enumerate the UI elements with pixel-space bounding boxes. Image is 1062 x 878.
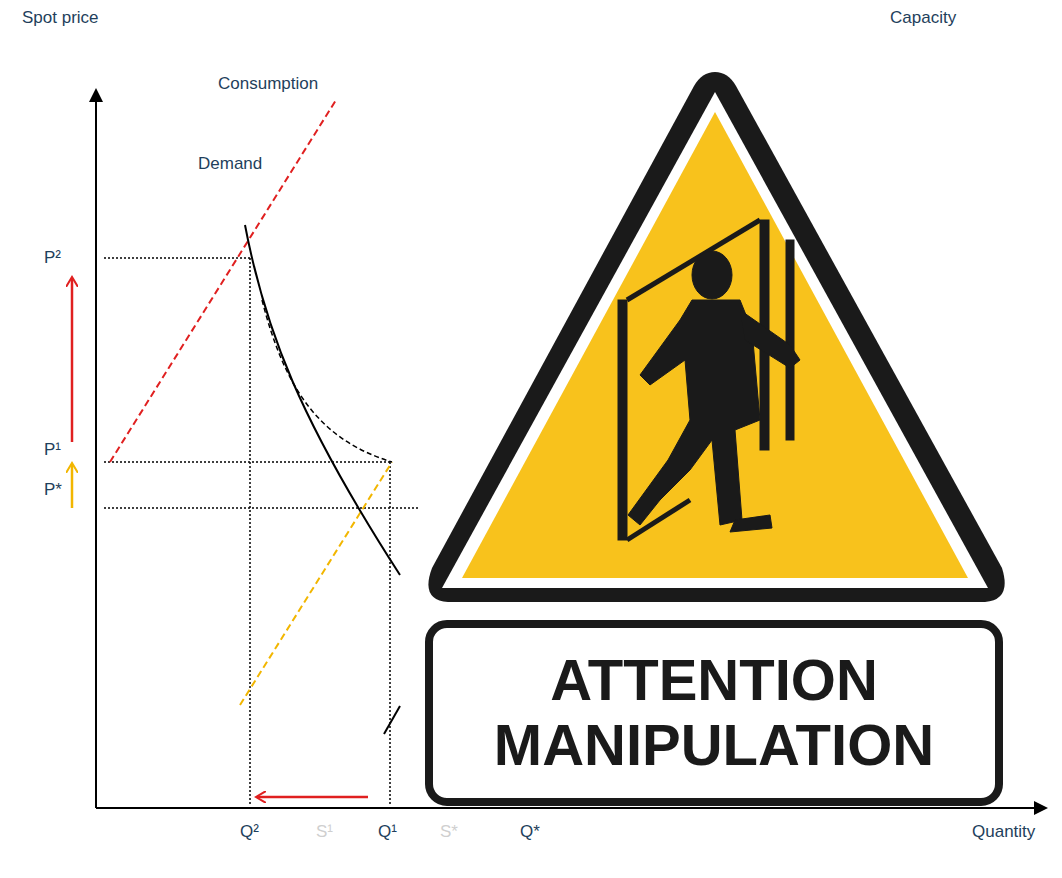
man-silhouette bbox=[618, 220, 800, 540]
demand-curve bbox=[245, 225, 400, 575]
sign-text: ATTENTION MANIPULATION bbox=[443, 648, 985, 778]
price-rise-arrow bbox=[71, 464, 74, 508]
axis-label: Capacity bbox=[890, 8, 956, 28]
axis-label: P¹ bbox=[44, 440, 61, 460]
quantity-drop-arrow bbox=[257, 796, 368, 799]
axis-label: Quantity bbox=[972, 822, 1035, 842]
axis-label: S* bbox=[440, 822, 458, 842]
sign-panel: ATTENTION MANIPULATION bbox=[425, 620, 1003, 806]
axis-label: P² bbox=[44, 248, 61, 268]
axis-label: Demand bbox=[198, 154, 262, 174]
sign-border bbox=[428, 72, 1004, 602]
x-axis bbox=[96, 807, 1046, 809]
shifted-demand-curve bbox=[262, 300, 392, 462]
axis-label: Q* bbox=[520, 822, 540, 842]
demand-curve bbox=[384, 706, 400, 734]
axis-label: Q² bbox=[240, 822, 259, 842]
axis-label: Spot price bbox=[22, 8, 99, 28]
axis-label: Q¹ bbox=[378, 822, 397, 842]
consumption-line bbox=[110, 100, 336, 462]
price-rise-arrow bbox=[71, 278, 74, 442]
axis-label: P* bbox=[44, 480, 62, 500]
axis-label: S¹ bbox=[316, 822, 333, 842]
y-axis bbox=[95, 90, 97, 808]
sign-field bbox=[462, 112, 968, 578]
axis-label: Consumption bbox=[218, 74, 318, 94]
supply-line bbox=[240, 462, 392, 705]
sign-rim bbox=[442, 92, 988, 588]
